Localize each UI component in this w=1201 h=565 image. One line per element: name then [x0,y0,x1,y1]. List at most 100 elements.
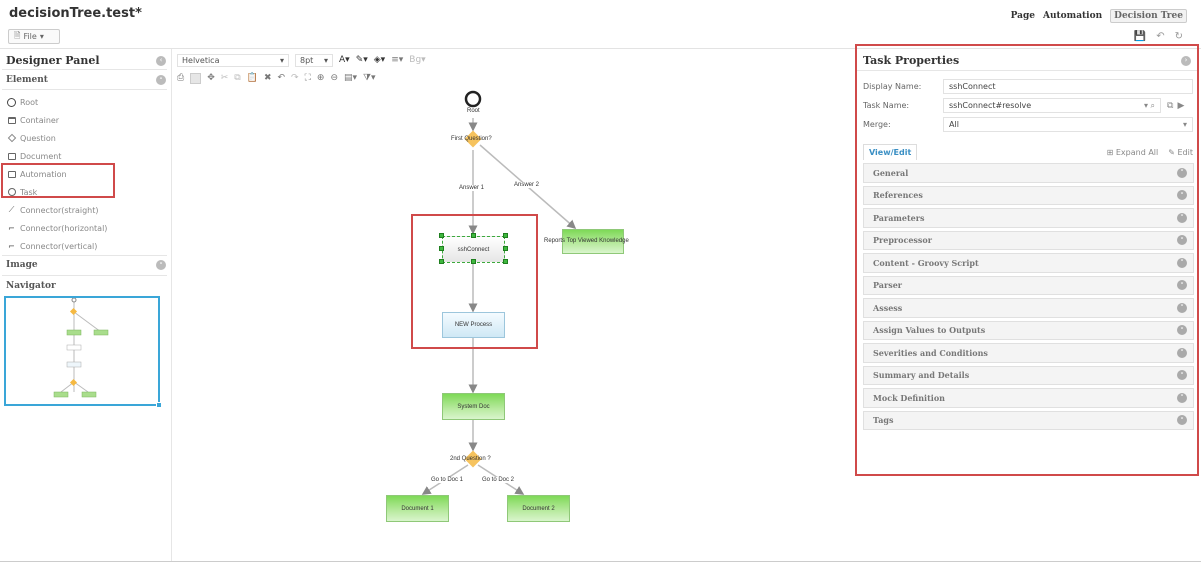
expand-down-icon[interactable]: ˅ [1177,347,1187,358]
expand-down-icon[interactable]: ˅ [1177,325,1187,336]
section-label: Severities and Conditions [873,347,988,358]
line-color-icon[interactable]: ✎▾ [355,55,368,65]
layout-icon[interactable]: ▤▾ [344,73,358,83]
nav-decision-tree[interactable]: Decision Tree [1110,9,1187,23]
run-icon[interactable]: ▶ [1177,100,1185,111]
element-container[interactable]: Container [7,111,107,129]
expand-all-button[interactable]: ⊞ Expand All [1107,148,1159,157]
display-name-value: sshConnect [949,82,996,91]
fill-color-icon[interactable]: ◈▾ [373,55,386,65]
task-name-select[interactable]: sshConnect#resolve▾ ⌕ [943,98,1161,113]
section-severities-and-conditions[interactable]: Severities and Conditions ˅ [863,343,1194,363]
image-section-header[interactable]: Image ˅ [6,260,166,270]
expand-down-icon[interactable]: ˅ [1177,392,1187,403]
node-document-1[interactable]: Document 1 [386,495,449,522]
edit-button[interactable]: ✎ Edit [1168,148,1193,157]
undo-icon[interactable]: ↶ [277,73,286,83]
merge-select[interactable]: All▾ [943,117,1193,132]
section-content-groovy-script[interactable]: Content - Groovy Script˅ [863,253,1194,273]
expand-down-icon[interactable]: ˅ [1177,302,1187,313]
section-preprocessor[interactable]: Preprocessor˅ [863,230,1194,250]
expand-down-icon[interactable]: ˅ [1177,370,1187,381]
copy-icon[interactable]: ⧉ [234,73,241,83]
node-reports[interactable] [562,229,624,254]
undo-icon[interactable]: ↶ [1156,31,1165,42]
display-name-input[interactable]: sshConnect [943,79,1193,94]
font-size-select[interactable]: 8pt▾ [295,53,333,67]
select-tool-icon[interactable] [190,72,202,84]
element-root[interactable]: Root [7,93,107,111]
delete-icon[interactable]: ✖ [263,73,272,83]
zoom-in-icon[interactable]: ⊕ [316,73,325,83]
tab-view-edit[interactable]: View/Edit [863,144,918,160]
resize-handle[interactable] [439,233,444,238]
section-general[interactable]: General˅ [863,163,1194,183]
navigator-viewport[interactable] [4,296,162,408]
node-system-doc[interactable]: System Doc [442,393,505,420]
expand-down-icon[interactable]: ˅ [1177,212,1187,223]
section-label: Assign Values to Outputs [873,325,986,336]
resize-handle[interactable] [503,246,508,251]
section-assign-values-to-outputs[interactable]: Assign Values to Outputs ˅ [863,320,1194,340]
resize-handle[interactable] [439,246,444,251]
element-connector-vertical[interactable]: ⌐Connector(vertical) [7,237,107,255]
collapse-right-icon[interactable]: › [1181,55,1191,66]
resize-handle[interactable] [471,233,476,238]
resize-handle[interactable] [503,259,508,264]
highlight-box [411,214,538,349]
element-connector-horizontal[interactable]: ⌐Connector(horizontal) [7,219,107,237]
resize-handle[interactable] [439,259,444,264]
element-connector-straight[interactable]: ⟋Connector(straight) [7,201,107,219]
navigator-resize-handle[interactable] [156,402,162,408]
nav-page[interactable]: Page [1010,11,1035,21]
expand-down-icon[interactable]: ˅ [1177,257,1187,268]
section-references[interactable]: References˅ [863,185,1194,205]
expand-down-icon[interactable]: ˅ [1177,415,1187,426]
section-parser[interactable]: Parser ˅ [863,275,1194,295]
element-section-header[interactable]: Element ˄ [6,75,166,85]
font-family-select[interactable]: Helvetica▾ [177,53,289,67]
root-node-label[interactable]: Root [467,108,480,114]
section-assess[interactable]: Assess˅ [863,298,1194,318]
zoom-out-icon[interactable]: ⊖ [330,73,338,83]
save-icon[interactable]: 💾 [1133,31,1147,42]
resize-handle[interactable] [471,259,476,264]
chevron-down-search-icon[interactable]: ▾ ⌕ [1143,100,1155,110]
font-color-icon[interactable]: A▾ [339,55,350,65]
paste-icon[interactable]: 📋 [246,73,258,83]
element-document[interactable]: Document [7,147,107,165]
collapse-up-icon[interactable]: ˄ [156,75,166,85]
pan-tool-icon[interactable]: ✥ [207,73,215,83]
background-select[interactable]: Bg▾ [409,55,426,65]
collapse-left-icon[interactable]: ‹ [156,55,166,66]
expand-down-icon[interactable]: ˅ [1177,235,1187,246]
node-new-process[interactable]: NEW Process [442,312,505,338]
q1-node-label[interactable]: First Question? [451,136,492,142]
node-document-2[interactable]: Document 2 [507,495,570,522]
refresh-icon[interactable]: ↻ [1174,31,1183,42]
print-icon[interactable]: ⎙ [177,73,185,83]
redo-icon[interactable]: ↷ [291,73,299,83]
expand-down-icon[interactable]: ˅ [1177,167,1187,178]
element-question[interactable]: Question [7,129,107,147]
resize-handle[interactable] [503,233,508,238]
expand-down-icon[interactable]: ˅ [1177,280,1187,291]
q2-node-label[interactable]: 2nd Question ? [450,456,491,462]
element-task[interactable]: Task [7,183,107,201]
section-parameters[interactable]: Parameters˅ [863,208,1194,228]
section-tags[interactable]: Tags˅ [863,410,1194,430]
arrange-icon[interactable]: ⧩▾ [363,73,376,83]
section-mock-definition[interactable]: Mock Definition˅ [863,388,1194,408]
section-label: Parser [873,280,903,291]
diagram-canvas[interactable]: Root First Question? Answer 1 Answer 2 s… [173,88,853,558]
expand-down-icon[interactable]: ˅ [156,260,166,270]
element-automation[interactable]: Automation [7,165,107,183]
fit-icon[interactable]: ⛶ [304,73,311,83]
file-menu-button[interactable]: 🗎 File ▾ [8,29,60,44]
cut-icon[interactable]: ✂ [220,73,229,83]
align-icon[interactable]: ≡▾ [391,55,404,65]
section-summary-and-details[interactable]: Summary and Details˅ [863,365,1194,385]
nav-automation[interactable]: Automation [1042,11,1103,21]
expand-down-icon[interactable]: ˅ [1177,190,1187,201]
open-external-icon[interactable]: ⧉ [1167,100,1174,111]
